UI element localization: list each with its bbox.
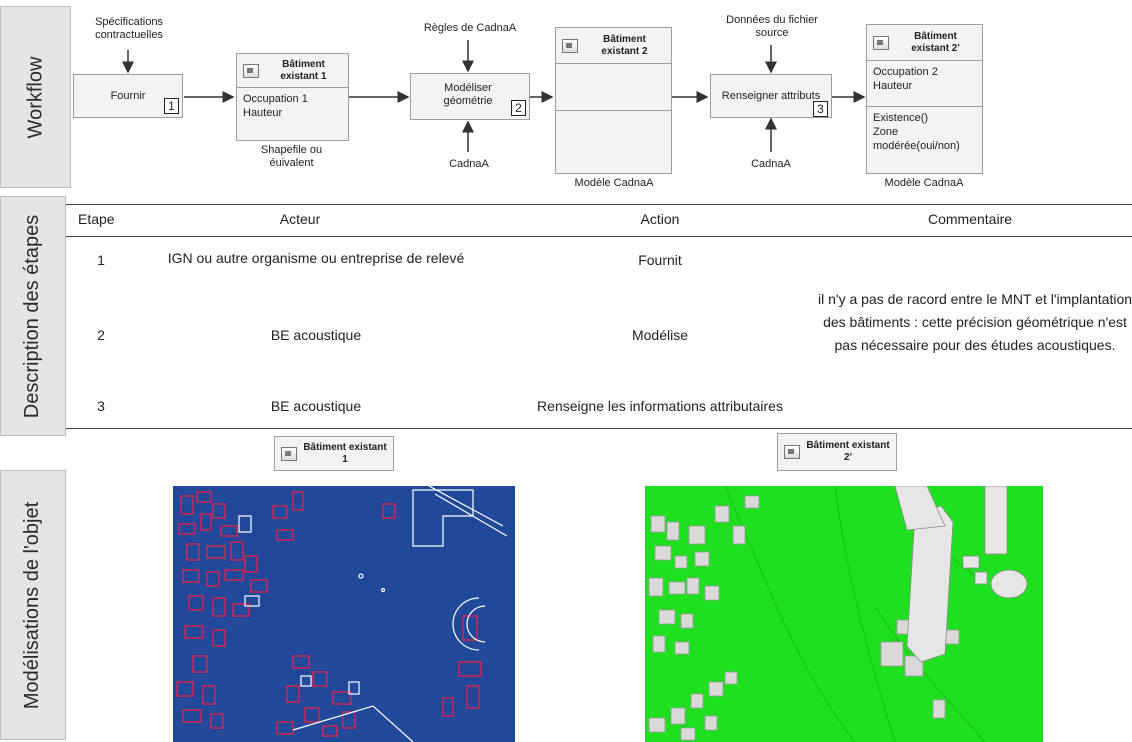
side-label-workflow: Workflow <box>0 6 71 188</box>
table-row-2-etape: 2 <box>97 327 105 343</box>
workflow-connectors <box>122 40 866 152</box>
class-batiment-existant-2-prime: Bâtiment existant 2' Occupation 2 Hauteu… <box>866 24 983 174</box>
class-title: Bâtiment existant 2' <box>806 440 890 463</box>
table-row-2-action: Modélise <box>631 327 689 343</box>
step-number-2: 2 <box>511 100 526 116</box>
building-class-icon <box>562 38 578 53</box>
class-header: Bâtiment existant 2' <box>867 25 982 61</box>
class-batiment-existant-2: Bâtiment existant 2 <box>555 27 672 174</box>
table-row-2-acteur: BE acoustique <box>270 327 362 343</box>
footprint-drawing <box>176 486 508 742</box>
table-header-etape: Etape <box>78 211 115 227</box>
step-number-3: 3 <box>813 101 828 117</box>
cadna-a-label-2: CadnaA <box>751 158 791 170</box>
step-number-1: 1 <box>164 98 179 114</box>
process-fournir-label: Fournir <box>110 90 146 102</box>
cadna-a-label-1: CadnaA <box>449 158 489 170</box>
side-label-modelisations: Modélisations de l'objet <box>0 470 66 740</box>
shapefile-label: Shapefile ou éuivalent <box>260 144 323 169</box>
class-tag-batiment-existant-2-prime: Bâtiment existant 2' <box>777 433 897 471</box>
modele-cadna-label-1: Modèle CadnaA <box>574 177 654 189</box>
process-modeliser-label: Modéliser géométrie <box>443 82 493 107</box>
process-fournir: Fournir 1 <box>73 74 183 118</box>
class-method: Existence() <box>873 112 929 124</box>
class-header: Bâtiment existant 2 <box>556 28 671 64</box>
side-label-modelisations-text: Modélisations de l'objet <box>21 501 44 709</box>
class-tag-batiment-existant-1: Bâtiment existant 1 <box>274 436 394 471</box>
input-specifications-label: Spécifications contractuelles <box>95 16 163 41</box>
class-attributes <box>556 64 671 111</box>
class-methods: Existence() Zone modérée(oui/non) <box>867 107 982 157</box>
class-header: Bâtiment existant 1 <box>237 54 348 88</box>
class-attribute: Occupation 1 <box>243 93 308 105</box>
table-header-rule <box>66 236 1132 237</box>
table-row-3-acteur: BE acoustique <box>270 398 362 414</box>
map-2d-footprints <box>173 486 515 742</box>
class-title: Bâtiment existant 1 <box>303 441 387 465</box>
table-row-1-acteur: IGN ou autre organisme ou entreprise de … <box>167 250 465 266</box>
class-attribute: Hauteur <box>243 107 283 119</box>
building-class-icon <box>243 63 259 78</box>
table-row-1-action: Fournit <box>638 252 682 268</box>
render-drawing <box>648 486 1028 742</box>
class-attributes: Occupation 2 Hauteur <box>867 61 982 107</box>
process-renseigner: Renseigner attributs 3 <box>710 74 832 118</box>
side-label-description: Description des étapes <box>0 196 66 436</box>
class-attribute: Occupation 2 <box>873 66 938 78</box>
class-title: Bâtiment existant 2 <box>601 33 648 57</box>
table-bottom-rule <box>66 428 1132 429</box>
process-renseigner-label: Renseigner attributs <box>721 90 821 102</box>
class-title: Bâtiment existant 2' <box>911 30 960 54</box>
building-class-icon <box>784 445 800 459</box>
table-row-3-etape: 3 <box>97 398 105 414</box>
building-class-icon <box>873 35 889 50</box>
class-batiment-existant-1: Bâtiment existant 1 Occupation 1 Hauteur <box>236 53 349 141</box>
class-header: Bâtiment existant 2' <box>778 434 896 470</box>
table-row-1-etape: 1 <box>97 252 105 268</box>
class-method: Zone modérée(oui/non) <box>873 126 960 152</box>
side-label-description-text: Description des étapes <box>21 214 44 418</box>
class-attribute: Hauteur <box>873 80 913 92</box>
input-donnees-label: Données du fichier source <box>726 14 818 39</box>
render-3d-model <box>645 486 1043 742</box>
table-row-3-action: Renseigne les informations attributaires <box>537 398 783 414</box>
building-class-icon <box>281 446 297 461</box>
class-attributes: Occupation 1 Hauteur <box>237 88 348 124</box>
table-top-rule <box>66 204 1132 205</box>
class-title: Bâtiment existant 1 <box>280 58 327 82</box>
table-header-acteur: Acteur <box>279 211 321 227</box>
table-row-2-commentaire: il n'y a pas de racord entre le MNT et l… <box>818 291 1132 353</box>
class-header: Bâtiment existant 1 <box>275 437 393 470</box>
modele-cadna-label-2: Modèle CadnaA <box>884 177 964 189</box>
process-modeliser: Modéliser géométrie 2 <box>410 73 530 120</box>
table-header-action: Action <box>640 211 680 227</box>
input-regles-label: Règles de CadnaA <box>423 22 517 34</box>
table-header-commentaire: Commentaire <box>927 211 1013 227</box>
